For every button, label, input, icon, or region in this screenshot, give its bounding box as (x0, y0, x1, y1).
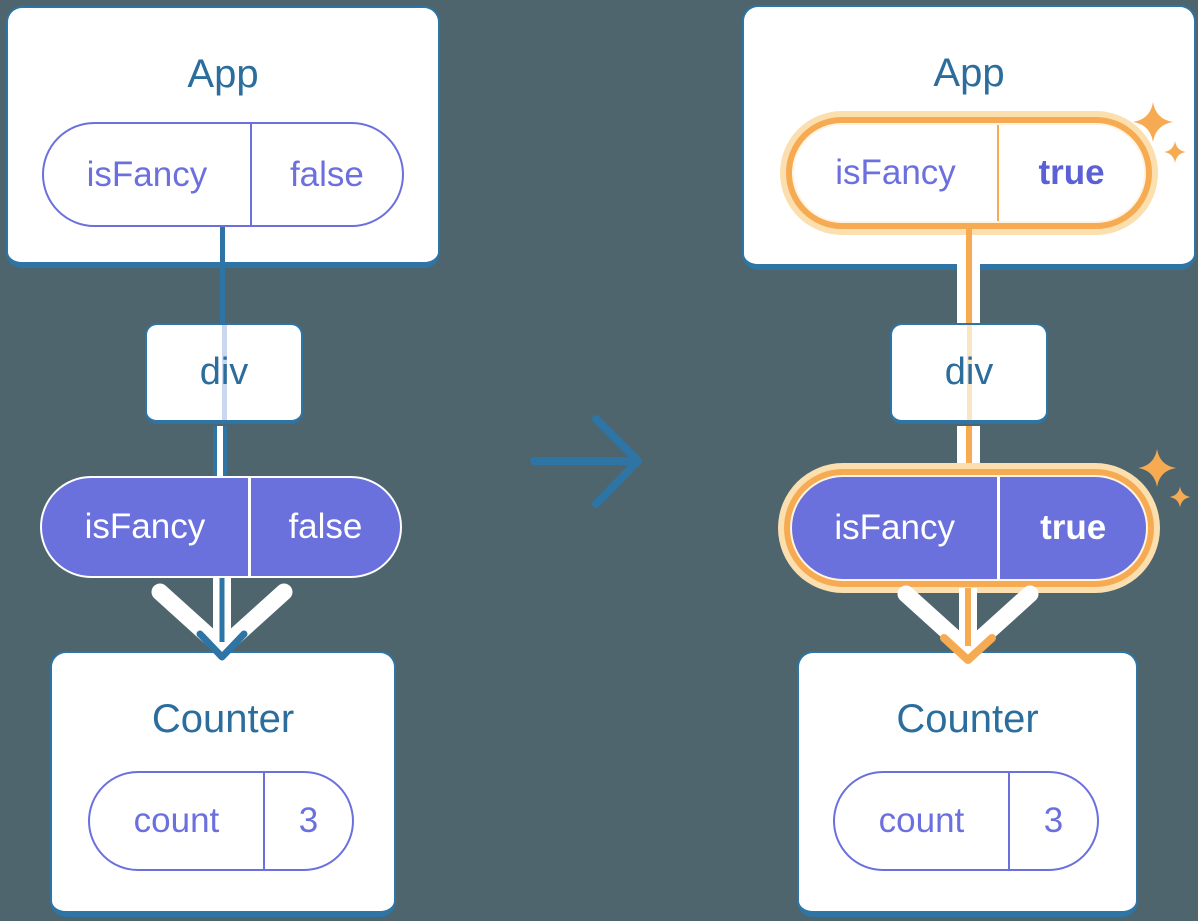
prop-value: true (997, 125, 1144, 221)
edge-app-to-div (220, 266, 225, 325)
down-arrow-icon (897, 585, 1039, 664)
app-title: App (187, 52, 259, 96)
passed-prop-name: isFancy (84, 507, 206, 546)
app-title: App (933, 51, 1005, 95)
edge-app-to-div (957, 260, 980, 325)
state-value: 3 (1007, 773, 1097, 869)
prop-value: false (249, 124, 402, 225)
counter-card-after: Counter count 3 (797, 651, 1138, 917)
div-label: div (199, 351, 249, 393)
sparkle-icon (1138, 449, 1191, 508)
state-name: count (878, 801, 965, 840)
white-chevron-icon (213, 583, 293, 657)
state-pill-count: count 3 (88, 771, 354, 871)
prop-name: isFancy (86, 154, 208, 194)
edge-div-to-prop (213, 426, 227, 478)
white-chevron-icon (151, 583, 231, 657)
prop-stem-line (220, 227, 225, 262)
passed-prop-value: false (247, 478, 400, 576)
prop-name: isFancy (835, 153, 956, 192)
app-card-after: App isFancy true (742, 5, 1196, 270)
counter-title: Counter (896, 697, 1039, 741)
white-chevron-icon (897, 585, 977, 659)
prop-stem-line (966, 229, 972, 264)
edge-div-to-prop (957, 426, 980, 476)
right-arrow-icon (530, 415, 642, 508)
passed-prop-pill-true: isFancy true (792, 477, 1146, 579)
app-card-before: App isFancy false (6, 6, 440, 268)
counter-card-before: Counter count 3 (50, 651, 396, 917)
state-pill-count: count 3 (833, 771, 1099, 871)
down-arrow-icon (151, 578, 293, 661)
white-chevron-icon (959, 585, 1039, 659)
highlighted-prop-ring: isFancy true (786, 117, 1152, 229)
prop-pill-isfancy-false: isFancy false (42, 122, 404, 227)
passed-prop-name: isFancy (834, 508, 955, 547)
highlighted-passed-prop-ring: isFancy true (784, 469, 1154, 587)
prop-pass-through-line (966, 325, 972, 420)
sparkle-icon (1133, 102, 1186, 163)
state-value: 3 (262, 773, 352, 869)
div-node-after: div (890, 323, 1048, 424)
div-label: div (944, 351, 994, 393)
prop-pass-through-line (221, 325, 227, 420)
counter-title: Counter (151, 697, 295, 741)
state-name: count (133, 801, 220, 840)
div-node-before: div (145, 323, 303, 424)
passed-prop-pill-false: isFancy false (40, 476, 402, 578)
passed-prop-value: true (997, 477, 1146, 579)
prop-pill-isfancy-true: isFancy true (794, 125, 1144, 221)
